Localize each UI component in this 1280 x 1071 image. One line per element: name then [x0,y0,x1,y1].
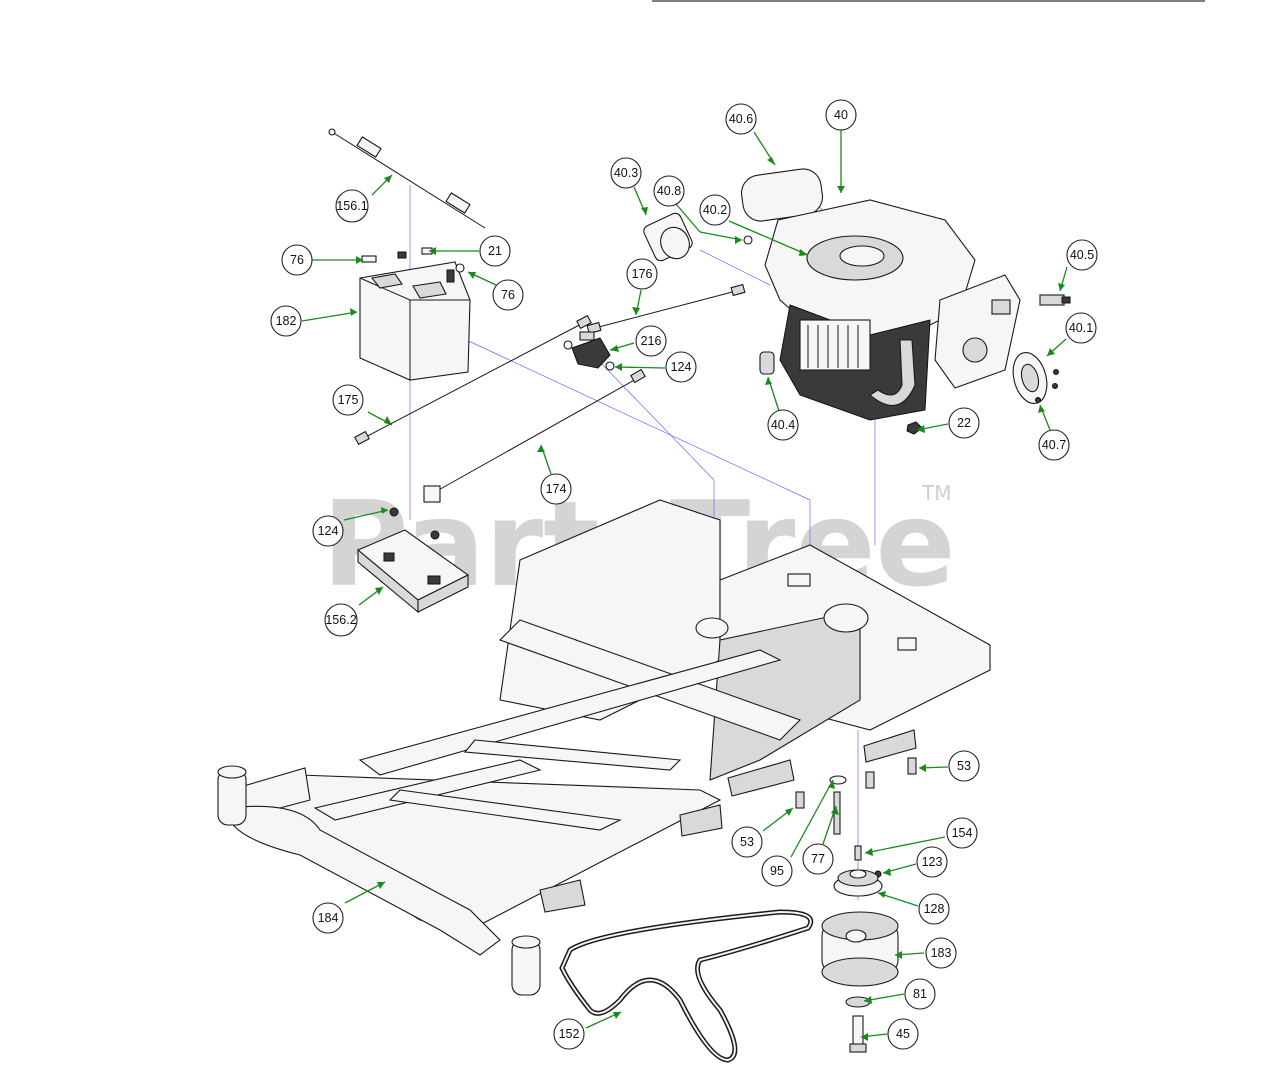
callout-128[interactable]: 128 [918,893,950,925]
callout-183[interactable]: 183 [925,937,957,969]
callout-label: 175 [338,393,359,407]
callout-label: 40.8 [657,184,681,198]
callout-label: 124 [671,360,692,374]
callout-40-5[interactable]: 40.5 [1066,239,1098,271]
callout-label: 40.6 [729,112,753,126]
callout-77[interactable]: 77 [802,843,834,875]
callout-label: 156.2 [325,613,356,627]
callout-40-4[interactable]: 40.4 [767,409,799,441]
callout-156-2[interactable]: 156.2 [324,603,358,637]
callout-216[interactable]: 216 [635,325,667,357]
callout-40-1[interactable]: 40.1 [1065,312,1097,344]
callout-label: 40.1 [1069,321,1093,335]
callout-53-a[interactable]: 53 [948,750,980,782]
callout-40-8[interactable]: 40.8 [653,175,685,207]
callout-label: 53 [957,759,971,773]
callout-123[interactable]: 123 [916,846,948,878]
callout-76-a[interactable]: 76 [281,244,313,276]
callout-label: 76 [501,288,515,302]
callout-label: 128 [924,902,945,916]
callout-label: 76 [290,253,304,267]
callout-95[interactable]: 95 [761,855,793,887]
callout-184[interactable]: 184 [312,902,344,934]
callout-45[interactable]: 45 [887,1018,919,1050]
callout-174[interactable]: 174 [540,473,572,505]
battery-terminal-bolts [361,247,465,273]
callout-156-1[interactable]: 156.1 [335,189,369,223]
chassis-frame [217,499,991,996]
callout-175[interactable]: 175 [332,384,364,416]
leader-arrowheads [350,157,1065,1041]
callout-label: 216 [641,334,662,348]
engine-cover-plate [1012,351,1059,405]
ground-cable [423,368,646,503]
callout-label: 184 [318,911,339,925]
callout-81[interactable]: 81 [904,978,936,1010]
watermark-tm: TM [921,481,951,505]
callout-label: 174 [546,482,567,496]
callout-152[interactable]: 152 [553,1018,585,1050]
callout-label: 123 [922,855,943,869]
electric-clutch [821,911,899,987]
callout-label: 154 [952,826,973,840]
callout-154[interactable]: 154 [946,817,978,849]
battery-tray [356,507,470,614]
callout-label: 176 [632,267,653,281]
callout-124-a[interactable]: 124 [665,351,697,383]
callout-label: 152 [559,1027,580,1041]
drain-plug [743,235,753,245]
callout-label: 40 [834,108,848,122]
callout-182[interactable]: 182 [270,305,302,337]
battery-cable [354,314,592,446]
callout-40[interactable]: 40 [825,99,857,131]
callouts: 40.6 40 40.3 40.8 40.2 156.1 76 21 76 17… [270,99,1098,1050]
callout-label: 95 [770,864,784,878]
starter-cable [586,283,746,335]
battery-hold-down-rod [328,128,486,229]
callout-label: 40.2 [703,203,727,217]
callout-40-7[interactable]: 40.7 [1038,429,1070,461]
callout-label: 156.1 [336,199,367,213]
callout-21[interactable]: 21 [479,235,511,267]
callout-176[interactable]: 176 [626,258,658,290]
spark-plug [1039,294,1071,306]
callout-40-3[interactable]: 40.3 [610,157,642,189]
clutch-hardware [845,996,871,1053]
battery [359,251,471,381]
callout-label: 183 [931,946,952,960]
callout-label: 77 [811,852,825,866]
callout-label: 22 [957,416,971,430]
callout-label: 81 [913,987,927,1001]
callout-53-b[interactable]: 53 [731,826,763,858]
callout-label: 40.5 [1070,248,1094,262]
callout-label: 45 [896,1027,910,1041]
drive-belt [559,909,814,1063]
callout-label: 40.3 [614,166,638,180]
callout-22[interactable]: 22 [948,407,980,439]
callout-label: 124 [318,524,339,538]
frame-bolts [795,757,917,809]
callout-label: 182 [276,314,297,328]
pulley-assembly [833,845,883,897]
callout-label: 40.4 [771,418,795,432]
engine [740,168,1021,421]
callout-124-b[interactable]: 124 [312,515,344,547]
oil-filter [643,212,693,262]
callout-label: 40.7 [1042,438,1066,452]
engine-nut [906,421,923,435]
starter-solenoid [563,331,615,371]
callout-label: 21 [488,244,502,258]
callout-76-b[interactable]: 76 [492,279,524,311]
callout-label: 53 [740,835,754,849]
callout-40-6[interactable]: 40.6 [725,103,757,135]
callout-40-2[interactable]: 40.2 [699,194,731,226]
fuel-fitting [759,351,775,375]
